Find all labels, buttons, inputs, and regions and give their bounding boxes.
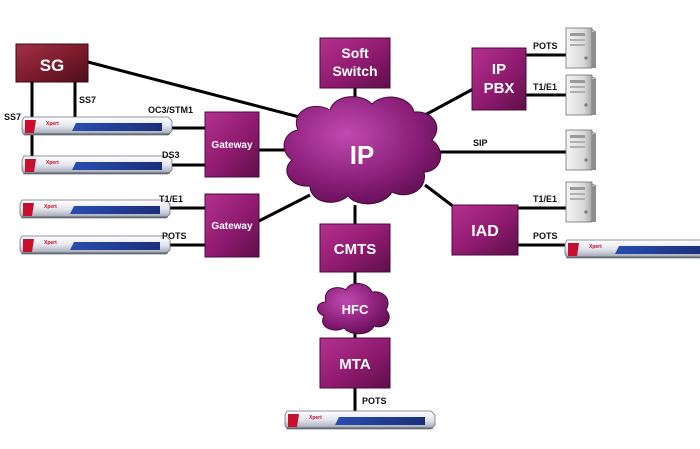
- link-label-t1e1-gateway: T1/E1: [159, 194, 183, 204]
- link-label-pots-pbx: POTS: [533, 41, 558, 51]
- sg-label: SG: [40, 56, 65, 75]
- ip-label: IP: [350, 140, 375, 170]
- server-sip: [565, 129, 597, 171]
- link-label-pots-iad: POTS: [533, 231, 558, 241]
- link-label-t1e1-iad: T1/E1: [533, 194, 557, 204]
- device-oc3: Xpert: [21, 116, 173, 136]
- ip-pbx-label-line2: PBX: [484, 80, 515, 97]
- mta-node: MTA: [319, 337, 391, 389]
- server-pbx-t1e1: [565, 74, 597, 116]
- mta-label: MTA: [339, 356, 371, 373]
- device-brand: Xpert: [44, 240, 57, 246]
- softswitch-label-line1: Soft: [341, 45, 369, 61]
- link-label-oc3-stm1: OC3/STM1: [148, 105, 193, 115]
- link-label-pots-gateway: POTS: [162, 231, 187, 241]
- device-brand: Xpert: [309, 415, 322, 421]
- cmts-node: CMTS: [319, 223, 391, 273]
- link-label-sip: SIP: [473, 138, 488, 148]
- link-sg-ip: [87, 60, 331, 127]
- link-label-ds3: DS3: [162, 150, 180, 160]
- device-brand: Xpert: [46, 121, 59, 127]
- ip-pbx-node: IP PBX: [471, 47, 527, 111]
- link-label-t1e1-pbx: T1/E1: [533, 82, 557, 92]
- device-iad-pots: Xpert: [564, 239, 700, 259]
- iad-node: IAD: [451, 204, 519, 256]
- device-pots: Xpert: [19, 235, 171, 255]
- gateway-top-node: Gateway: [204, 111, 260, 178]
- device-brand: Xpert: [44, 204, 57, 210]
- device-brand: Xpert: [46, 160, 59, 166]
- gateway-bottom-label: Gateway: [211, 221, 253, 232]
- device-ds3: Xpert: [21, 155, 173, 175]
- server-iad-t1e1: [565, 181, 597, 223]
- hfc-cloud: HFC: [317, 283, 390, 335]
- link-gateway2-ip: [256, 193, 311, 224]
- softswitch-node: Soft Switch: [319, 37, 391, 89]
- sg-node: SG: [15, 43, 89, 83]
- link-label-ss7-left: SS7: [4, 112, 21, 122]
- gateway-top-label: Gateway: [211, 140, 253, 151]
- iad-label: IAD: [471, 223, 499, 240]
- ip-pbx-label-line1: IP: [492, 61, 506, 78]
- gateway-bottom-node: Gateway: [204, 193, 260, 258]
- device-brand: Xpert: [589, 244, 602, 250]
- device-mta-pots: Xpert: [284, 410, 436, 430]
- link-label-pots-mta: POTS: [362, 396, 387, 406]
- softswitch-label-line2: Switch: [332, 63, 377, 79]
- link-ip-pbx: [424, 86, 476, 117]
- cmts-label: CMTS: [334, 241, 377, 258]
- device-t1e1: Xpert: [19, 199, 171, 219]
- hfc-label: HFC: [342, 302, 369, 317]
- server-pbx-pots: [565, 27, 597, 69]
- connection-lines: [30, 53, 567, 412]
- link-label-ss7: SS7: [79, 95, 96, 105]
- ip-cloud: IP: [283, 96, 442, 205]
